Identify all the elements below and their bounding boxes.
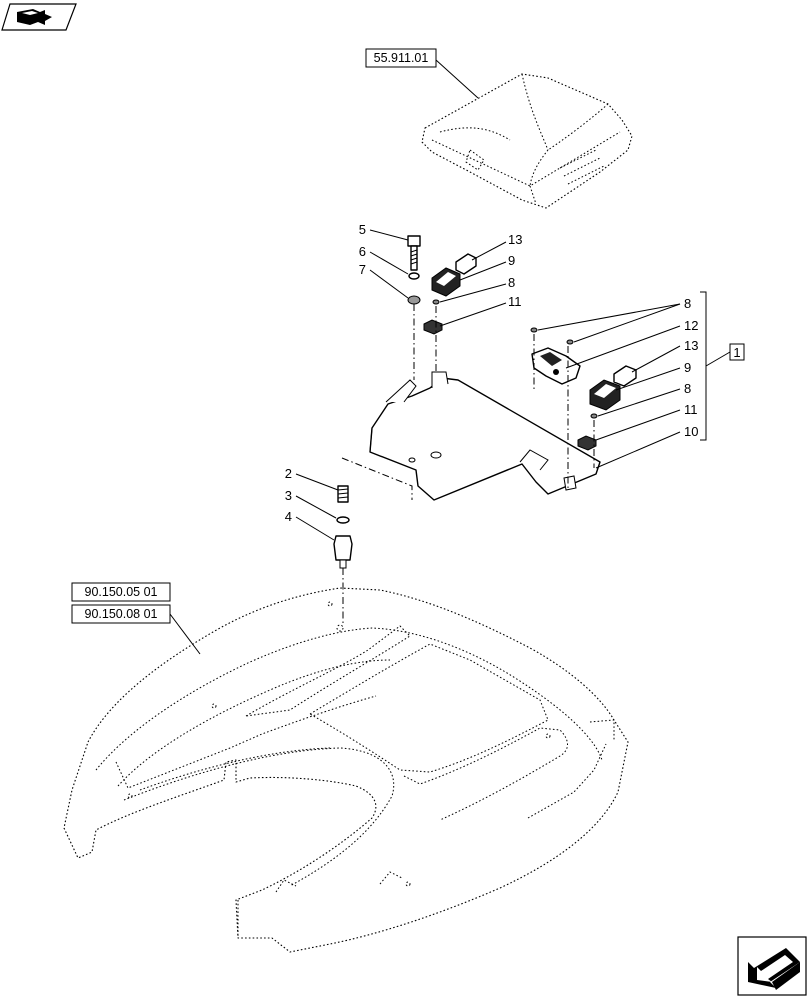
book-arrow-icon[interactable] bbox=[1, 3, 77, 31]
clip-part-11-right bbox=[577, 435, 597, 451]
grommet-part-8-right-1 bbox=[530, 327, 538, 333]
ref-roof-2[interactable]: 90.150.08 01 bbox=[71, 604, 171, 624]
callout-8-upper[interactable]: 8 bbox=[508, 275, 515, 290]
clip-part-11-upper bbox=[423, 319, 443, 335]
callout-5[interactable]: 5 bbox=[359, 222, 366, 237]
callout-6[interactable]: 6 bbox=[359, 244, 366, 259]
ref-roof-1-text: 90.150.05 01 bbox=[85, 585, 158, 599]
connector-part-13-right bbox=[613, 365, 637, 387]
callout-13-upper[interactable]: 13 bbox=[508, 232, 522, 247]
ref-roof-1[interactable]: 90.150.05 01 bbox=[71, 582, 171, 602]
lock-washer-part-6 bbox=[408, 272, 420, 280]
callout-8-right-1[interactable]: 8 bbox=[684, 296, 691, 311]
cab-cover-ghost bbox=[421, 73, 633, 209]
callout-12[interactable]: 12 bbox=[684, 318, 698, 333]
callout-4[interactable]: 4 bbox=[285, 509, 292, 524]
next-arrow-icon[interactable] bbox=[737, 936, 807, 996]
connector-part-9-right bbox=[589, 379, 621, 411]
callout-9-right[interactable]: 9 bbox=[684, 360, 691, 375]
washer-part-3 bbox=[336, 516, 350, 524]
connector-part-13-upper bbox=[455, 253, 477, 275]
group-label-1[interactable]: 1 bbox=[729, 343, 745, 361]
grommet-part-8-upper bbox=[432, 299, 440, 305]
bolt-part-5 bbox=[407, 235, 421, 271]
callout-3[interactable]: 3 bbox=[285, 488, 292, 503]
callout-10[interactable]: 10 bbox=[684, 424, 698, 439]
grommet-part-8-right-2 bbox=[566, 339, 574, 345]
grommet-part-8-right-3 bbox=[590, 413, 598, 419]
callout-9-upper[interactable]: 9 bbox=[508, 253, 515, 268]
roof-frame-ghost bbox=[63, 587, 629, 953]
callout-2[interactable]: 2 bbox=[285, 466, 292, 481]
standoff-part-4 bbox=[333, 535, 353, 569]
washer-part-7 bbox=[407, 295, 421, 305]
group-label-1-text: 1 bbox=[733, 345, 740, 360]
ref-cover[interactable]: 55.911.01 bbox=[365, 48, 437, 68]
callout-7[interactable]: 7 bbox=[359, 262, 366, 277]
callout-13-right[interactable]: 13 bbox=[684, 338, 698, 353]
leader-lines bbox=[295, 229, 681, 541]
mounting-bracket-plate bbox=[369, 371, 601, 501]
callout-11-upper[interactable]: 11 bbox=[508, 294, 522, 309]
callout-8-right-2[interactable]: 8 bbox=[684, 381, 691, 396]
ref-cover-text: 55.911.01 bbox=[374, 51, 429, 65]
connector-part-9-upper bbox=[431, 267, 461, 297]
spring-part-2 bbox=[337, 485, 349, 503]
callout-11-right[interactable]: 11 bbox=[684, 402, 698, 417]
ref-roof-2-text: 90.150.08 01 bbox=[85, 607, 158, 621]
